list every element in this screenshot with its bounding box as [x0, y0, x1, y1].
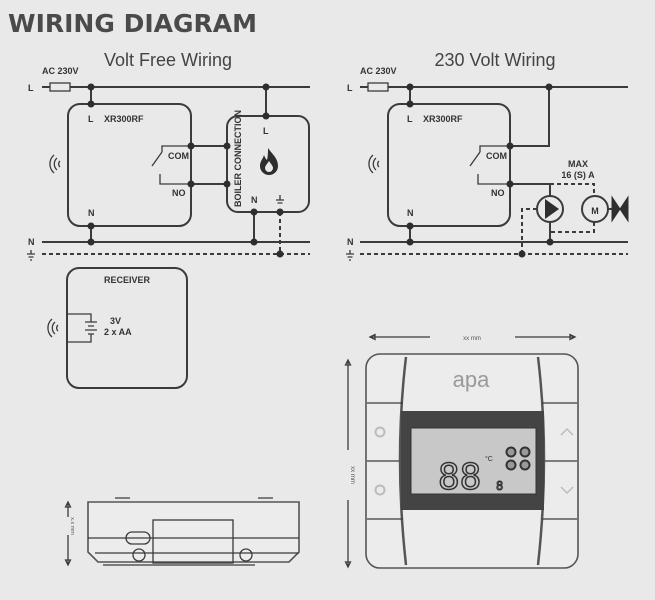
receiver-diagram: RECEIVER 3V 2 x AA — [47, 267, 188, 389]
boiler-earth-icon — [276, 195, 284, 204]
motor-label: M — [591, 206, 599, 216]
earth-symbol-icon — [346, 250, 354, 261]
boiler-connection-label: BOILER CONNECTION — [233, 110, 243, 207]
depth-dimension: x.x mm — [69, 517, 75, 535]
power-button[interactable] — [374, 484, 386, 496]
xr300rf-box — [67, 103, 192, 227]
neutral-label: N — [347, 237, 354, 247]
230v-heading: 230 Volt Wiring — [434, 50, 555, 70]
slot-icon — [125, 531, 151, 545]
terminal-com: COM — [486, 151, 507, 161]
xr300rf-box — [387, 103, 511, 227]
lcd-screen — [410, 427, 537, 495]
battery-icon — [67, 313, 97, 343]
receiver-battery: 2 x AA — [104, 327, 132, 337]
terminal-n: N — [407, 208, 414, 218]
line-label: L — [28, 83, 34, 93]
volt-free-heading: Volt Free Wiring — [104, 50, 232, 70]
up-chevron-button[interactable] — [560, 427, 574, 436]
rating-label: 16 (S) A — [561, 170, 595, 180]
terminal-no: NO — [491, 188, 505, 198]
volt-free-diagram: Volt Free Wiring AC 230V L N L XR300RF N… — [27, 50, 310, 261]
thermostat-front-view: xx mm xx mm apa 88 °C 8 — [344, 333, 579, 569]
apa-logo: apa — [453, 367, 490, 392]
receiver-title: RECEIVER — [104, 275, 151, 285]
wireless-icon — [49, 154, 61, 174]
boiler-terminal-n: N — [251, 195, 258, 205]
relay-switch-icon — [151, 145, 191, 185]
device-name: XR300RF — [104, 114, 144, 124]
terminal-no: NO — [172, 188, 186, 198]
line-label: L — [347, 83, 353, 93]
fuse-icon — [49, 82, 71, 92]
terminal-l: L — [407, 114, 413, 124]
temperature-digits: 88 — [438, 457, 481, 498]
supply-label: AC 230V — [42, 66, 79, 76]
supply-label: AC 230V — [360, 66, 397, 76]
fuse-icon — [367, 82, 389, 92]
receiver-voltage: 3V — [110, 316, 121, 326]
height-dimension: xx mm — [349, 466, 355, 484]
terminal-n: N — [88, 208, 95, 218]
page-title: WIRING DIAGRAM — [8, 9, 257, 38]
relay-switch-icon — [469, 145, 510, 185]
terminal-com: COM — [168, 151, 189, 161]
device-name: XR300RF — [423, 114, 463, 124]
screw-icon — [132, 548, 146, 562]
230-volt-diagram: 230 Volt Wiring AC 230V L N L XR300RF N … — [346, 50, 629, 261]
boiler-terminal-l: L — [263, 126, 269, 136]
width-dimension: xx mm — [463, 336, 481, 342]
wireless-icon — [47, 318, 59, 338]
small-digit: 8 — [496, 479, 503, 493]
receiver-side-view: x.x mm — [64, 497, 300, 567]
neutral-label: N — [28, 237, 35, 247]
status-icons — [505, 446, 531, 471]
max-label: MAX — [568, 159, 588, 169]
screw-icon — [239, 548, 253, 562]
unit-label: °C — [485, 455, 493, 463]
mode-button[interactable] — [374, 426, 386, 438]
valve-icon — [611, 195, 629, 223]
earth-symbol-icon — [27, 250, 35, 261]
terminal-l: L — [88, 114, 94, 124]
down-chevron-button[interactable] — [560, 486, 574, 495]
wireless-icon — [368, 154, 380, 174]
